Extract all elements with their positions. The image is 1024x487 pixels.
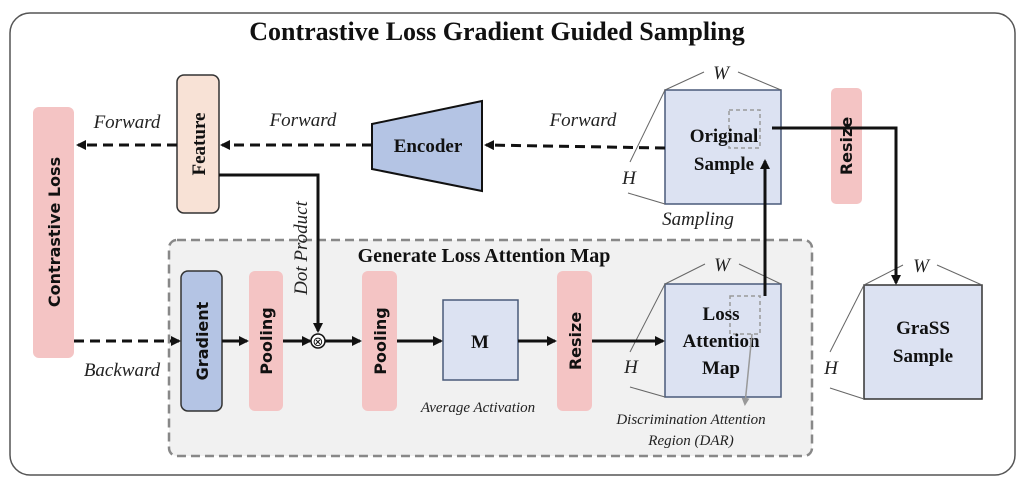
original-w-line-right [737, 71, 782, 91]
loss-attention-label-3: Map [702, 358, 740, 379]
lam-w-label: W [714, 255, 732, 276]
m-label: M [471, 332, 489, 353]
panel-title: Generate Loss Attention Map [358, 245, 611, 267]
dar-label-1: Discrimination Attention [615, 412, 765, 428]
forward-label-3: Forward [549, 110, 617, 131]
resize-inner-node [557, 271, 592, 411]
lam-h-line-bottom [629, 386, 666, 398]
contrastive-loss-label: Contrastive Loss [45, 157, 64, 307]
grass-sample-label-2: Sample [893, 346, 953, 367]
original-h-label: H [621, 168, 637, 189]
encoder-node [371, 99, 483, 193]
original-h-line-bottom [627, 192, 666, 205]
sampling-label: Sampling [662, 209, 734, 230]
original-w-line-left [664, 71, 705, 91]
lam-h-label: H [623, 357, 639, 378]
resize-inner-label: Resize [566, 312, 585, 370]
arrow-feature-to-dot [219, 173, 323, 333]
gradient-label: Gradient [193, 301, 212, 380]
dar-pointer-line [741, 333, 753, 406]
loss-attention-dar-region [729, 295, 761, 335]
resize-top-label: Resize [837, 117, 856, 175]
encoder-label: Encoder [394, 136, 463, 157]
average-activation-label: Average Activation [420, 400, 535, 416]
contrastive-loss-node [33, 107, 74, 358]
dot-product-symbol: ⊗ [313, 335, 324, 350]
resize-top-node [831, 88, 862, 204]
lam-w-line-right [738, 263, 782, 285]
pooling-2-node [362, 271, 397, 411]
original-sample-node [664, 89, 782, 205]
grass-h-label: H [823, 358, 839, 379]
arrow-original-to-grass [772, 126, 901, 285]
feature-label: Feature [189, 113, 210, 176]
loss-attention-label-2: Attention [682, 331, 759, 352]
dot-product-label: Dot Product [291, 200, 312, 295]
backward-label: Backward [84, 360, 161, 381]
original-w-label: W [713, 63, 731, 84]
diagram-title: Contrastive Loss Gradient Guided Samplin… [249, 17, 745, 46]
loss-attention-label-1: Loss [703, 304, 740, 325]
grass-h-line-top [829, 284, 865, 353]
forward-label-2: Forward [269, 110, 337, 131]
grass-w-line-right [936, 264, 983, 286]
loss-attention-map-node [664, 283, 782, 398]
pooling-1-label: Pooling [257, 307, 276, 375]
grass-h-line-bottom [829, 387, 865, 400]
grass-sample-label-1: GraSS [896, 318, 950, 339]
original-sample-label-1: Original [690, 126, 759, 147]
forward-label-1: Forward [93, 112, 161, 133]
pooling-1-node [249, 271, 283, 411]
m-node [442, 299, 519, 381]
lam-w-line-left [664, 263, 706, 285]
grass-sample-node [863, 284, 983, 400]
pooling-2-label: Pooling [371, 307, 390, 375]
original-h-line-top [629, 89, 666, 163]
arrow-original-to-encoder [484, 140, 666, 151]
dar-label-2: Region (DAR) [647, 433, 733, 449]
original-sample-label-2: Sample [694, 154, 754, 175]
original-sample-dar-region [728, 109, 761, 149]
grass-w-label: W [913, 256, 931, 277]
